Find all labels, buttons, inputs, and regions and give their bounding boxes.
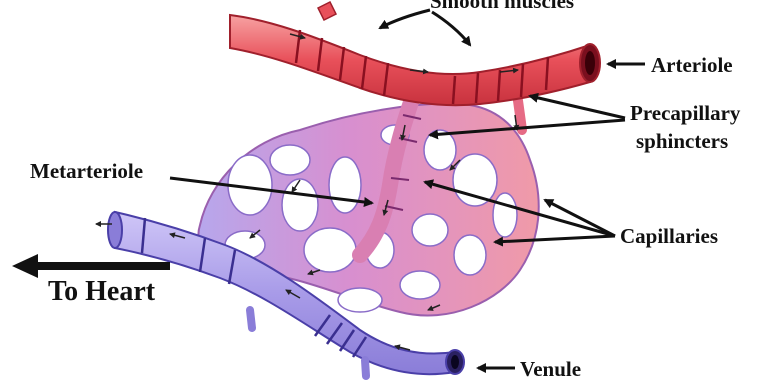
arteriole-vessel bbox=[230, 2, 600, 105]
smooth-muscles-label: Smooth muscles bbox=[430, 0, 574, 13]
smooth-muscles-pointer-2 bbox=[432, 12, 470, 45]
precapillary-pointer-1 bbox=[530, 96, 625, 118]
smooth-muscles-pointer-1 bbox=[380, 10, 430, 28]
venule-label: Venule bbox=[520, 357, 581, 381]
to-heart-arrow bbox=[12, 254, 170, 278]
capillaries-label: Capillaries bbox=[620, 224, 718, 248]
to-heart-label: To Heart bbox=[48, 276, 156, 307]
precapillary-label-line2: sphincters bbox=[636, 129, 728, 153]
precapillary-label-line1: Precapillary bbox=[630, 101, 741, 125]
metarteriole-label: Metarteriole bbox=[30, 159, 143, 183]
arteriole-label: Arteriole bbox=[651, 53, 733, 77]
